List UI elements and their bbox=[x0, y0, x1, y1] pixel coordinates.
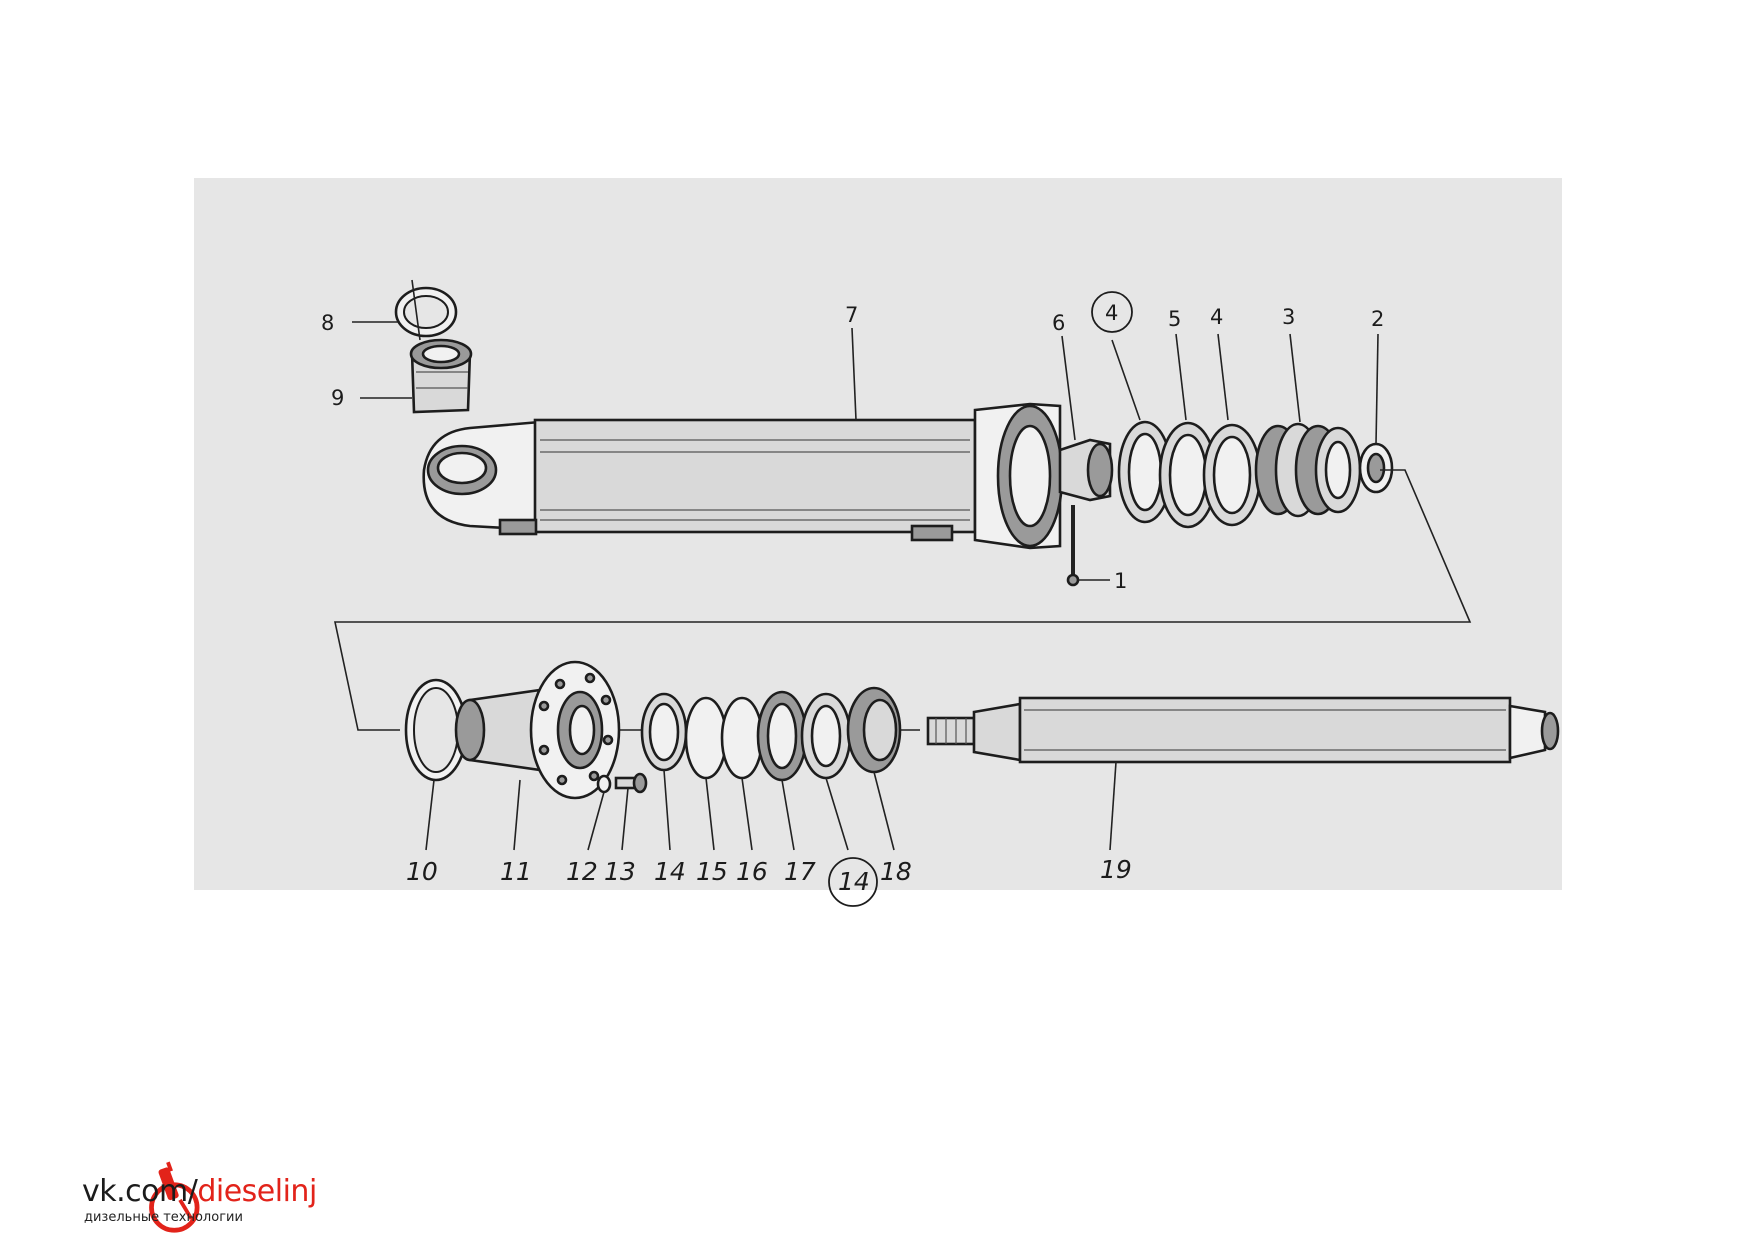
scan-background bbox=[194, 178, 1562, 890]
connection-line bbox=[334, 469, 1472, 731]
top-seal-stack bbox=[1117, 420, 1394, 529]
part-6-gland bbox=[1058, 438, 1114, 502]
label-15: 15 bbox=[696, 857, 728, 886]
brand-site-prefix: vk.com/ bbox=[82, 1174, 198, 1209]
label-4: 4 bbox=[1210, 305, 1223, 329]
label-7: 7 bbox=[845, 303, 858, 327]
label-1: 1 bbox=[1114, 569, 1127, 593]
label-13: 13 bbox=[604, 857, 636, 886]
label-2: 2 bbox=[1371, 307, 1384, 331]
label-14-circled: 14 bbox=[838, 867, 870, 896]
leader-lines bbox=[352, 321, 1379, 851]
label-16: 16 bbox=[736, 857, 768, 886]
label-9: 9 bbox=[331, 386, 344, 410]
injector-icon bbox=[149, 1161, 200, 1233]
label-3: 3 bbox=[1282, 305, 1295, 329]
label-4-circled: 4 bbox=[1105, 301, 1118, 325]
label-19: 19 bbox=[1100, 855, 1132, 884]
label-6: 6 bbox=[1052, 311, 1065, 335]
callout-circle-14 bbox=[828, 857, 878, 907]
cylinder-barrel bbox=[422, 402, 1064, 550]
label-12: 12 bbox=[566, 857, 598, 886]
part-9-bushing bbox=[409, 338, 473, 414]
part-11-head bbox=[454, 660, 621, 800]
label-17: 17 bbox=[784, 857, 816, 886]
label-18: 18 bbox=[880, 857, 912, 886]
label-10: 10 bbox=[406, 857, 438, 886]
part-19-piston-rod bbox=[926, 696, 1560, 764]
label-5: 5 bbox=[1168, 307, 1181, 331]
label-11: 11 bbox=[500, 857, 532, 886]
callout-circle-4 bbox=[1091, 291, 1133, 333]
brand-site-name: dieselinj bbox=[197, 1174, 317, 1209]
part-8-snap-ring bbox=[394, 279, 458, 341]
label-8: 8 bbox=[321, 311, 334, 335]
brand-tagline: дизельные технологии bbox=[84, 1210, 243, 1225]
label-14: 14 bbox=[654, 857, 686, 886]
brand-site[interactable]: vk.com/dieselinj bbox=[82, 1174, 317, 1209]
part-12-washer bbox=[596, 774, 612, 794]
part-13-screw bbox=[614, 772, 648, 794]
